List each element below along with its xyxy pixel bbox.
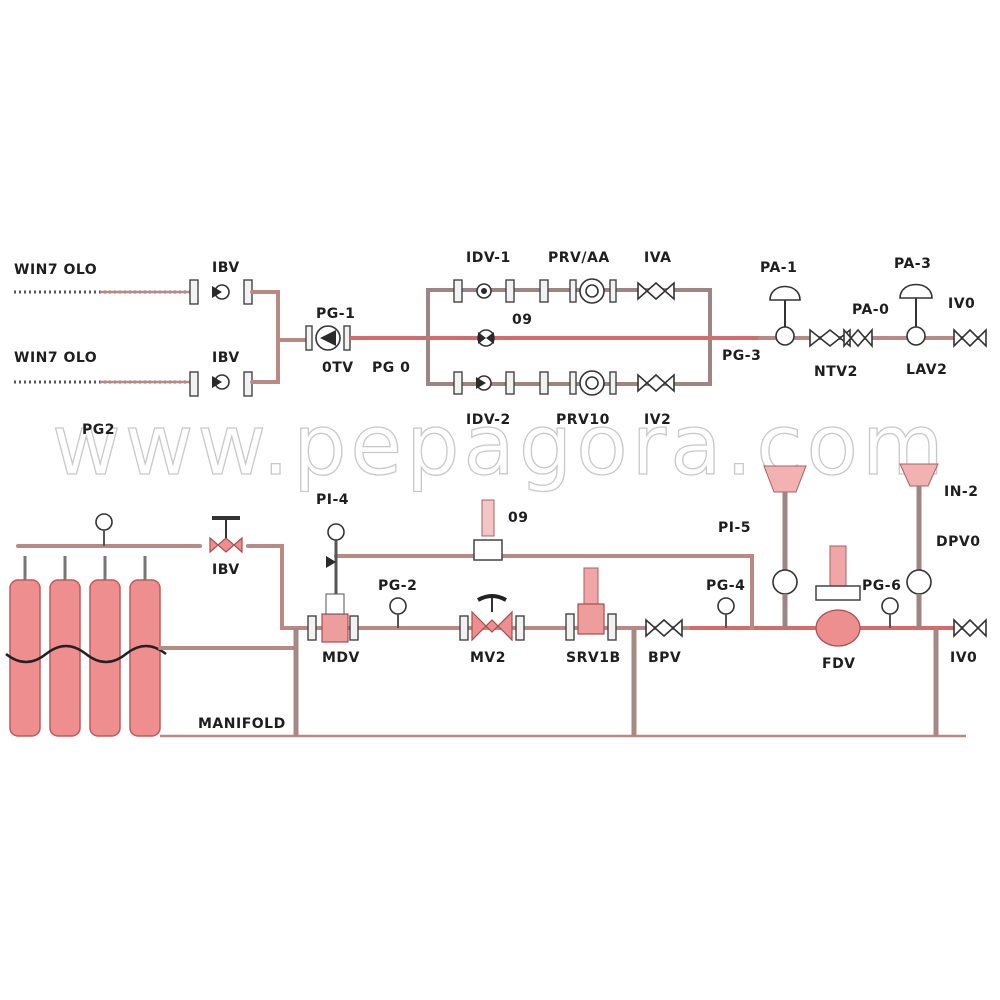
pi4-label: PI-4 — [316, 492, 349, 508]
inlet-bottom-valve-label: IBV — [212, 350, 240, 366]
end-valve-label: IV0 — [950, 650, 977, 666]
end-valve[interactable] — [953, 618, 987, 638]
otv-label: 0TV — [322, 360, 354, 376]
lower-iva-label: IV2 — [644, 412, 671, 428]
inlet-bottom-label: WIN7 OLO — [14, 350, 97, 366]
pa0-right-label: PG-3 — [722, 348, 761, 364]
pi5-label: PI-5 — [718, 520, 751, 536]
cylinder-valve-label: IBV — [212, 562, 240, 578]
watermark: www.pepagora.com — [52, 396, 948, 494]
regulator-label: 09 — [508, 510, 528, 526]
relief-valve-label: SRV1B — [566, 650, 621, 666]
pa3-regulator[interactable] — [899, 283, 933, 346]
inlet-bottom-valve[interactable] — [189, 371, 253, 397]
pa1-regulator[interactable] — [769, 285, 801, 346]
secondary-regulator[interactable] — [473, 499, 503, 561]
bypass-pump-label: BPV — [648, 650, 681, 666]
right-gauge-mid-label: DPV0 — [936, 534, 980, 550]
pump-label: FDV — [822, 656, 856, 672]
pg0-label: PG 0 — [372, 360, 410, 376]
upper-reg-label: PRV/AA — [548, 250, 610, 266]
pg6-label: PG-6 — [862, 578, 901, 594]
gas-cylinders — [5, 556, 167, 737]
globe-valve-label: MV2 — [470, 650, 506, 666]
bypass-valve[interactable] — [477, 329, 495, 347]
pump-unit[interactable] — [815, 545, 861, 647]
ntv2-label: NTV2 — [814, 364, 858, 380]
bypass-label: 09 — [512, 312, 532, 328]
relief-valve[interactable] — [565, 567, 617, 641]
pa1-label: PA-1 — [760, 260, 797, 276]
pg2-gauge[interactable] — [389, 597, 407, 628]
inlet-top-valve[interactable] — [189, 279, 253, 305]
globe-valve[interactable] — [459, 594, 525, 642]
pg4-label: PG-4 — [706, 578, 745, 594]
inlet-top-valve-label: IBV — [212, 260, 240, 276]
upper-branch[interactable] — [453, 278, 675, 304]
bypass-pump-valve[interactable] — [645, 618, 683, 638]
pg1-label: PG-1 — [316, 306, 355, 322]
right-gauge-top-label: IN-2 — [944, 484, 978, 500]
cylinder-tag-label: PG2 — [82, 422, 115, 438]
inlet-pipes — [100, 290, 190, 384]
pg6-gauge[interactable] — [881, 597, 899, 628]
upper-valve-label: IDV-1 — [466, 250, 511, 266]
cylinder-header-valve[interactable] — [209, 516, 243, 554]
pg2-label: PG-2 — [378, 578, 417, 594]
inlet-top-label: WIN7 OLO — [14, 262, 97, 278]
lower-reg-label: PRV10 — [556, 412, 610, 428]
pi5-column[interactable] — [763, 465, 807, 628]
upper-iva-label: IVA — [644, 250, 671, 266]
pg1-fitting[interactable] — [305, 325, 351, 351]
outlet-end-valve[interactable] — [953, 328, 987, 348]
right-column[interactable] — [899, 463, 939, 628]
inlet-merge-pipe — [250, 290, 308, 384]
pa3-label: PA-3 — [894, 256, 931, 272]
pg4-gauge[interactable] — [717, 597, 735, 628]
lower-branch[interactable] — [453, 370, 675, 396]
lower-valve-label: IDV-2 — [466, 412, 511, 428]
support-legs — [293, 628, 939, 736]
lav2-label: LAV2 — [906, 362, 947, 378]
ntv2-valves[interactable] — [809, 327, 873, 349]
pa0-label: PA-0 — [852, 302, 889, 318]
manifold-label: MANIFOLD — [198, 716, 286, 732]
cylinder-gauge[interactable] — [95, 513, 113, 546]
pi4-gauge[interactable] — [326, 523, 345, 604]
main-valve[interactable] — [307, 593, 359, 643]
main-valve-label: MDV — [322, 650, 360, 666]
outlet-iv0-label: IV0 — [948, 296, 975, 312]
